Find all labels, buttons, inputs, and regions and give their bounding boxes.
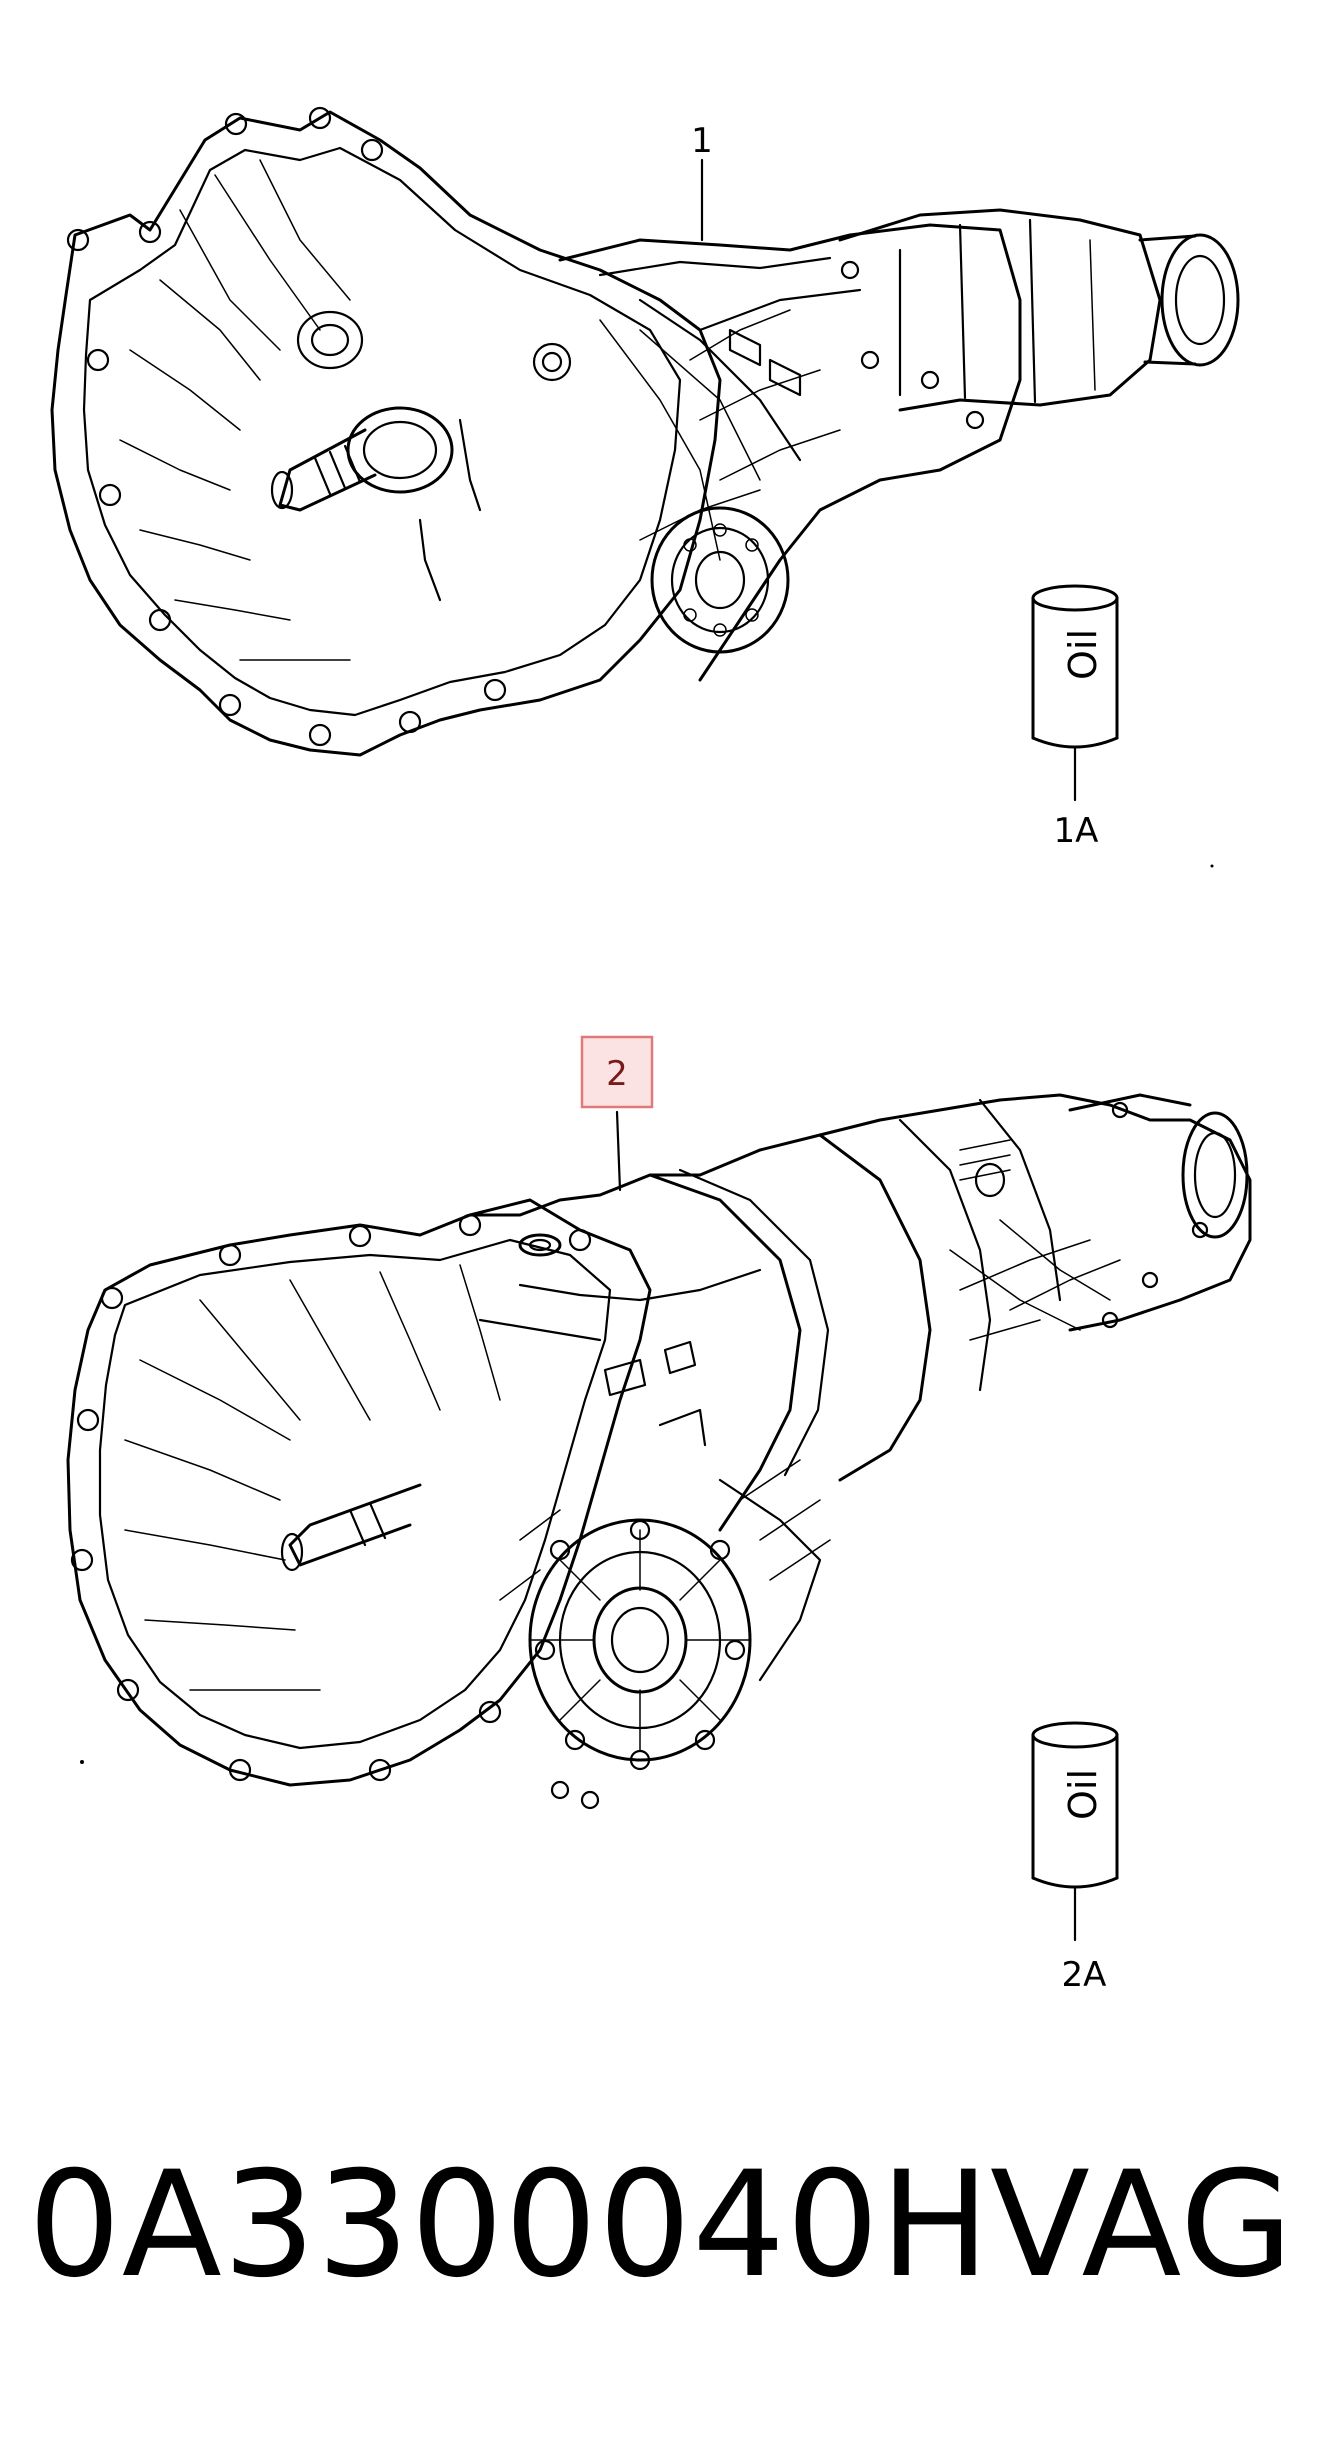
callout-2a-label: 2A [1062, 1955, 1107, 1995]
callout-2-highlight [580, 1035, 654, 1109]
footer: 0A3300040H VAG [0, 2150, 1317, 2300]
svg-text:Oil: Oil [1061, 1769, 1105, 1820]
callout-1: 1 [691, 121, 713, 242]
part-number: 0A3300040H [28, 2140, 991, 2310]
callout-1-label: 1 [691, 121, 713, 161]
brand-label: VAG [990, 2140, 1294, 2310]
gearbox-1-illustration[interactable] [50, 106, 1240, 757]
callout-2-label: 2 [606, 1054, 628, 1094]
oil-can-icon-2a[interactable]: Oil [1031, 1721, 1119, 1942]
svg-text:Oil: Oil [1061, 629, 1105, 680]
oil-can-icon-1a[interactable]: Oil [1031, 584, 1119, 802]
callout-1a-label: 1A [1054, 811, 1099, 851]
callout-2[interactable]: 2 [580, 1035, 654, 1192]
gearbox-2-illustration[interactable] [66, 1093, 1252, 1810]
